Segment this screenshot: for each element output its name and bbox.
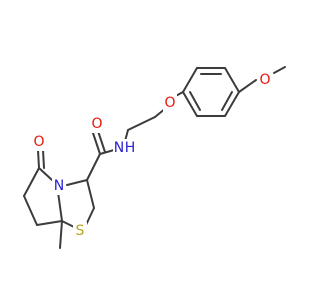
atom-n-amide-label: N [114, 140, 124, 156]
bond-c6-c7 [23, 195, 38, 226]
atom-o-carbonyl: O [90, 115, 104, 133]
atom-o-methoxy: O [258, 71, 272, 89]
bond-nh-co [99, 149, 115, 155]
bond-c7-c7a [36, 220, 63, 226]
bond-co-c3 [86, 153, 101, 181]
atom-n-ring: N [52, 177, 66, 195]
atom-o-lactam-label: O [33, 134, 44, 150]
bond-co-o-1 [92, 132, 101, 155]
bond-ch2-ch2 [127, 116, 156, 131]
bond-ring-4 [182, 91, 198, 117]
bond-n-c5 [38, 167, 53, 181]
atom-o-methoxy-label: O [259, 72, 270, 88]
bond-c5-o-1 [37, 149, 40, 169]
structure-svg: O O O O N H N S [23, 66, 286, 249]
bond-c7a-methyl [59, 220, 63, 249]
atom-o-carbonyl-label: O [91, 116, 102, 132]
molecule-diagram: O O O O N H N S [23, 66, 286, 249]
atom-n-ring-label: N [54, 178, 64, 194]
atom-o-ether: O [163, 94, 177, 112]
bond-n-c3 [66, 179, 88, 186]
atom-s-ring-label: S [76, 223, 85, 239]
bond-c5-o-2 [42, 149, 45, 169]
bond-ring-3 [182, 67, 198, 93]
atom-nh-amide: N H [113, 139, 137, 157]
bond-ring-6 [224, 91, 240, 117]
bond-s-c7a [61, 220, 75, 228]
atom-o-ether-label: O [164, 95, 175, 111]
bond-o-ring [238, 79, 257, 93]
bond-co-o-2 [97, 130, 106, 153]
bond-ring-inner-2 [189, 91, 201, 111]
atom-h-amide-label: H [125, 140, 136, 156]
bond-c5-c6 [23, 167, 40, 197]
atom-s-ring: S [73, 222, 87, 240]
bond-c2-s [85, 207, 95, 226]
bond-methyl-o [273, 66, 286, 74]
atom-o-lactam: O [32, 133, 46, 151]
bond-ring-inner-3 [221, 91, 233, 111]
bond-c3-c2 [86, 179, 95, 209]
bond-c7a-n [57, 191, 63, 222]
bond-ring-1 [224, 67, 240, 93]
